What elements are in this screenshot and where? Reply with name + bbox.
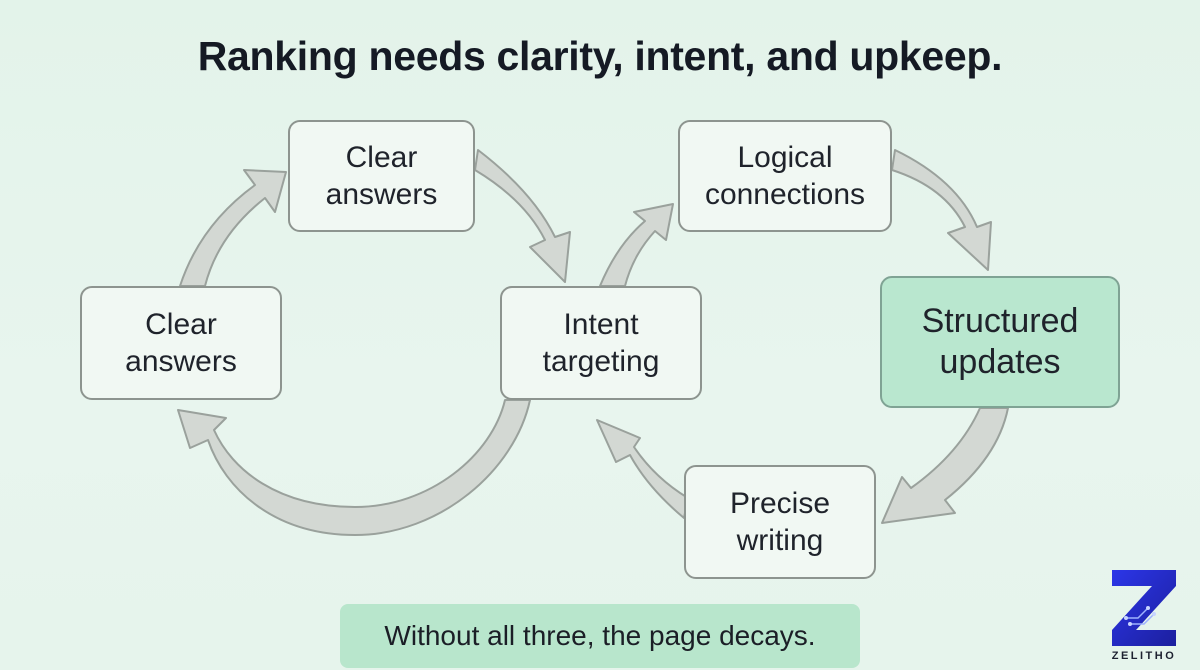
node-label-line1: Precise	[729, 487, 831, 520]
node-label-line1: Clear	[345, 141, 418, 174]
node-logical-connections: Logical connections	[678, 120, 892, 232]
z-logo-icon	[1112, 570, 1176, 646]
arrow-left-to-top	[179, 169, 287, 287]
arrow-intent-to-left	[177, 399, 531, 536]
caption-banner: Without all three, the page decays.	[340, 604, 860, 668]
node-label-line1: Structured	[921, 302, 1079, 340]
node-label-line2: updates	[939, 343, 1061, 381]
node-structured-updates: Structured updates	[880, 276, 1120, 408]
node-label-line1: Logical	[737, 141, 833, 174]
node-clear-answers-left: Clear answers	[80, 286, 282, 400]
node-label-line2: connections	[704, 178, 866, 211]
arrow-logical-to-structured	[891, 149, 992, 271]
node-label-line2: answers	[125, 345, 237, 378]
arrow-intent-to-logical	[599, 203, 674, 287]
node-intent-targeting: Intent targeting	[500, 286, 702, 400]
logo-wordmark: ZELITHO	[1111, 650, 1177, 662]
arrow-structured-to-precise	[881, 407, 1009, 524]
node-label-line2: answers	[325, 178, 438, 211]
node-precise-writing: Precise writing	[684, 465, 876, 579]
node-label-line2: writing	[736, 524, 824, 557]
brand-logo: ZELITHO	[1104, 566, 1184, 666]
arrow-precise-to-intent	[596, 419, 689, 519]
diagram-title: Ranking needs clarity, intent, and upkee…	[197, 33, 1003, 79]
node-label-line1: Intent	[563, 308, 639, 341]
node-clear-answers-top: Clear answers	[288, 120, 475, 232]
node-label-line2: targeting	[542, 345, 660, 378]
arrow-top-to-intent	[474, 149, 571, 283]
node-label-line1: Clear	[145, 308, 217, 341]
